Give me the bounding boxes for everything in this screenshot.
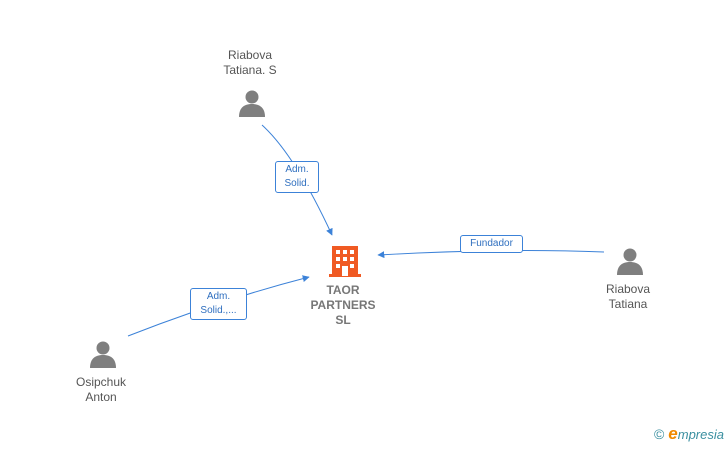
edge-label-p3[interactable]: Adm. Solid.,... bbox=[190, 288, 247, 320]
building-icon[interactable] bbox=[328, 244, 362, 278]
person-icon[interactable] bbox=[88, 339, 118, 369]
person-name-p1[interactable]: Riabova Tatiana. S bbox=[223, 48, 277, 77]
brand-initial: e bbox=[668, 424, 678, 443]
person-icon[interactable] bbox=[237, 88, 267, 118]
person-icon[interactable] bbox=[615, 246, 645, 276]
brand-name: mpresia bbox=[677, 427, 724, 442]
person-name-p2[interactable]: Riabova Tatiana bbox=[605, 282, 651, 311]
copyright-icon: © bbox=[653, 426, 665, 442]
edge-label-p2[interactable]: Fundador bbox=[460, 235, 523, 253]
company-name[interactable]: TAOR PARTNERS SL bbox=[310, 283, 376, 327]
brand-watermark: ©empresia bbox=[654, 424, 724, 444]
person-name-p3[interactable]: Osipchuk Anton bbox=[75, 375, 127, 404]
edge-label-p1[interactable]: Adm. Solid. bbox=[275, 161, 319, 193]
